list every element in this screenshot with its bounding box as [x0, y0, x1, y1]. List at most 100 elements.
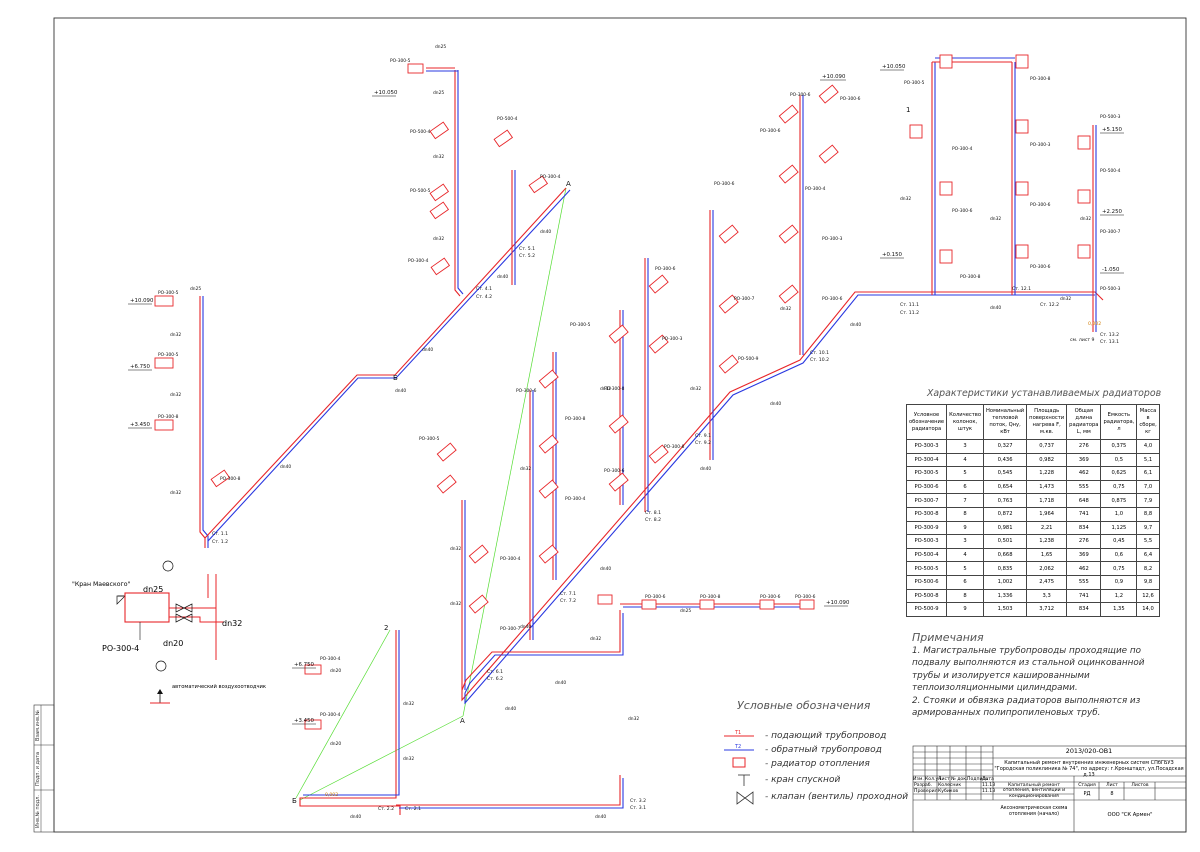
stamp-stage-h: Стадия: [1078, 783, 1096, 788]
stamp-prov-date: 11.13: [982, 789, 996, 794]
radiator-tag: РО-300-8: [960, 274, 981, 280]
spec-cell: РО-300-3: [905, 439, 948, 454]
spec-cell: 0,763: [982, 493, 1028, 508]
spec-cell: 1,718: [1026, 493, 1068, 508]
spec-cell: РО-300-5: [905, 466, 948, 481]
radiator-tag: РО-500-3: [1100, 114, 1121, 120]
riser-label: Ст. 3.2: [630, 798, 646, 804]
pipe-tag: dn25: [433, 90, 444, 96]
spec-cell: 1,503: [982, 602, 1028, 617]
pipe-tag: dn40: [600, 566, 611, 572]
spec-cell: 834: [1066, 520, 1102, 536]
pipe-tag: dn40: [280, 464, 291, 470]
notes-line: 2. Стояки и обвязка радиаторов выполняют…: [912, 695, 1141, 706]
spec-cell: 2,21: [1026, 520, 1068, 536]
riser-label: Ст. 7.1: [560, 591, 576, 597]
pipe-tag: dn32: [590, 636, 601, 642]
pipe-tag: dn32: [433, 236, 444, 242]
spec-cell: 1,002: [982, 574, 1028, 590]
riser-label: Ст. 10.1: [810, 350, 829, 356]
spec-cell: 0,835: [982, 561, 1028, 576]
spec-cell: 0,872: [982, 506, 1028, 522]
radiator-tag: РО-300-3: [1030, 142, 1051, 148]
radiator-tag: РО-300-7: [734, 296, 755, 302]
spec-cell: 0,375: [1100, 439, 1138, 454]
spec-cell: РО-500-4: [905, 547, 948, 563]
pipe-tag: dn32: [403, 701, 414, 707]
pipe-tag: dn40: [520, 624, 531, 630]
spec-cell: 3,3: [1026, 588, 1068, 604]
spec-cell: 4: [946, 547, 984, 563]
riser-label: Ст. 6.2: [487, 676, 503, 682]
side-stamp-box: [33, 704, 55, 833]
spec-cell: 5: [946, 561, 984, 576]
detail-ref-1: [162, 560, 174, 572]
radiator-tag: РО-300-4: [500, 556, 521, 562]
pipe-tag: dn25: [190, 286, 201, 292]
spec-header-cell: Емкость радиатора, л: [1100, 404, 1138, 440]
pipe-tag: dn25: [435, 44, 446, 50]
pipe-tag: dn32: [450, 546, 461, 552]
spec-cell: 6,1: [1136, 466, 1160, 481]
stamp-prov-name: Кубиков: [938, 789, 959, 794]
riser-label: Ст. 13.2: [1100, 332, 1119, 338]
legend-valve: - клапан (вентиль) проходной: [765, 792, 909, 802]
riser-label: Ст. 2.1: [405, 806, 421, 812]
radiator-tag: РО-300-4: [540, 174, 561, 180]
radiator-tag: РО-300-8: [700, 594, 721, 600]
notes-line: 1. Магистральные трубопроводы проходящие…: [912, 646, 1142, 656]
stamp-h-list: Лист: [938, 777, 950, 782]
radiator-tag: РО-300-8: [604, 386, 625, 392]
radiator-tag: РО-300-4: [805, 186, 826, 192]
stamp-company: ООО "СК Армен": [1107, 812, 1153, 818]
stamp-razrab-name: Колесник: [938, 783, 962, 788]
level-right-low: -1.050: [1102, 267, 1120, 273]
radiator-tag: РО-300-6: [655, 266, 676, 272]
radiator-tags: РО-300-5 РО-300-5 РО-300-8 РО-300-5 РО-5…: [158, 58, 1121, 718]
spec-cell: РО-300-6: [905, 479, 948, 495]
spec-header-cell: Масса в сборе, кг: [1136, 404, 1160, 440]
diagonal-radiators: [436, 84, 839, 614]
spec-cell: 0,982: [1026, 452, 1068, 468]
detail-radiator-label: РО-300-4: [102, 644, 139, 653]
detail-ref-2: [155, 660, 167, 672]
spec-header-cell: Количество колонок, штук: [946, 404, 984, 440]
riser-label: Ст. 8.2: [645, 517, 661, 523]
spec-cell: 555: [1066, 479, 1102, 495]
riser-label: Ст. 1.2: [212, 539, 228, 545]
level-branch: +10.090: [826, 600, 850, 606]
notes-text: 1. Магистральные трубопроводы проходящие…: [912, 645, 1182, 719]
notes-line: подвалу выполняются из стальной оцинкова…: [912, 658, 1145, 669]
spec-cell: 9: [946, 520, 984, 536]
pipe-tag: dn32: [628, 716, 639, 722]
side-sign-label: Подп. и дата: [35, 752, 41, 786]
radiator-tag: РО-300-5: [158, 290, 179, 296]
radiator-tag: РО-300-3: [662, 336, 683, 342]
riser-label: Ст. 5.2: [519, 253, 535, 259]
spec-cell: 1,964: [1026, 506, 1068, 522]
spec-cell: 1,228: [1026, 466, 1068, 481]
radiator-tag: РО-300-6: [604, 468, 625, 474]
marker-b: Б: [393, 374, 398, 382]
radiator-tag: РО-500-5: [410, 188, 431, 194]
legend-title: Условные обозначения: [737, 699, 871, 712]
spec-cell: 5,1: [1136, 452, 1160, 468]
radiator-tag: РО-300-6: [795, 594, 816, 600]
detail-dn25: dn25: [143, 585, 163, 594]
riser-label: Ст. 7.2: [560, 598, 576, 604]
spec-header-cell: Номинальный тепловой поток, Qну, кВт: [982, 404, 1028, 440]
pipe-tag: dn32: [170, 332, 181, 338]
stamp-h-podp: Подпись: [967, 777, 988, 782]
radiator-tag: РО-300-6: [1030, 202, 1051, 208]
basement-note: см. лист 9: [1070, 337, 1094, 343]
level-right-high: +5.150: [1102, 127, 1123, 133]
notes-title: Примечания: [912, 631, 984, 644]
riser-label: Ст. 5.1: [519, 246, 535, 252]
stamp-prov-role: Проверил: [914, 789, 938, 794]
legend-valve-icon: [736, 791, 754, 805]
pipe-tag: dn40: [770, 401, 781, 407]
spec-cell: 1,473: [1026, 479, 1068, 495]
level-right-top: +10.090: [822, 74, 846, 80]
